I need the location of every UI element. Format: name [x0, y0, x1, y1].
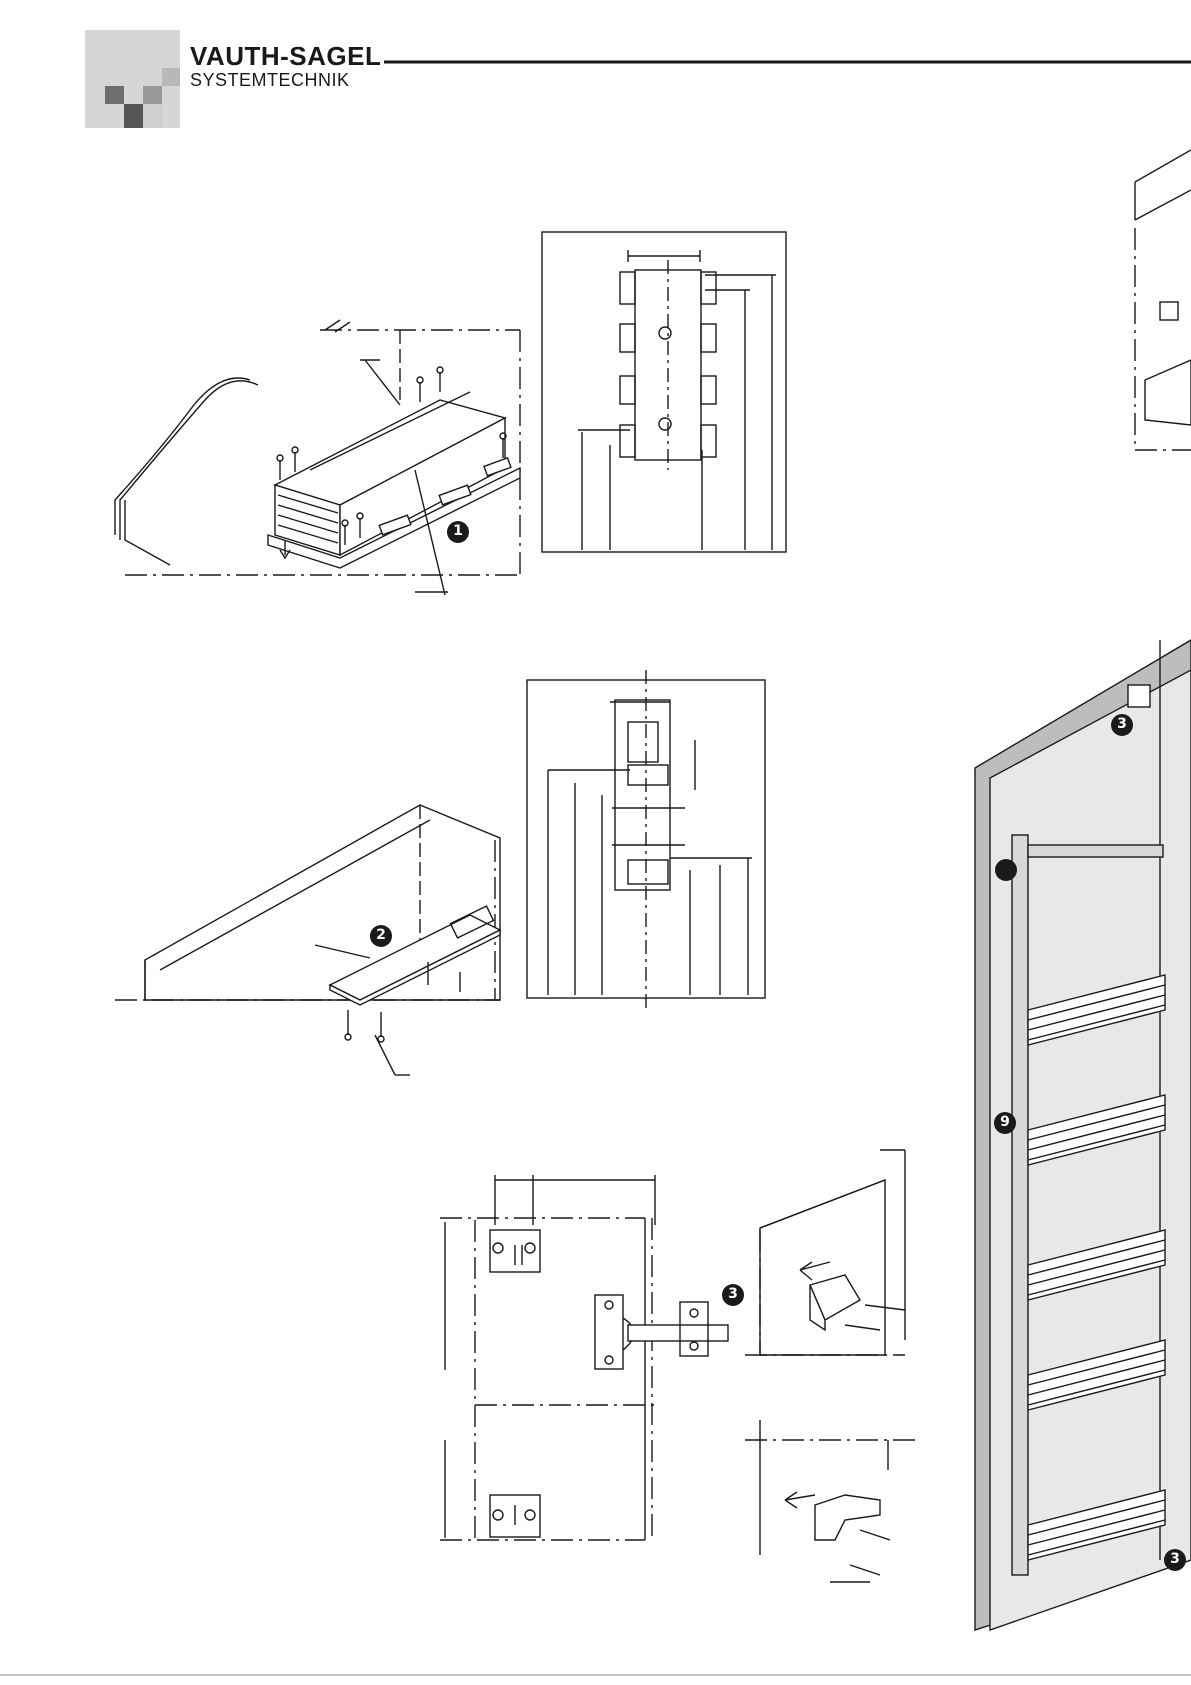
template-1 [542, 232, 786, 552]
pantry-door-assembly [975, 150, 1191, 1630]
callout-1: 1 [452, 523, 464, 539]
arrow-icon [785, 1492, 815, 1508]
callout-3a: 3 [727, 1286, 739, 1302]
template-2 [527, 670, 765, 1010]
callout-2: 2 [375, 927, 387, 943]
callout-3b: 3 [1116, 716, 1128, 732]
callout-3c: 3 [1169, 1551, 1181, 1567]
figure-3-detail-upper [745, 1150, 905, 1355]
figure-3-detail-lower [745, 1420, 915, 1582]
callout-9: 9 [999, 1114, 1011, 1130]
callout-dot-marker [995, 859, 1017, 881]
figure-2-isometric [115, 805, 500, 1075]
figure-3-plan [440, 1175, 728, 1540]
figure-1-isometric [115, 320, 520, 595]
